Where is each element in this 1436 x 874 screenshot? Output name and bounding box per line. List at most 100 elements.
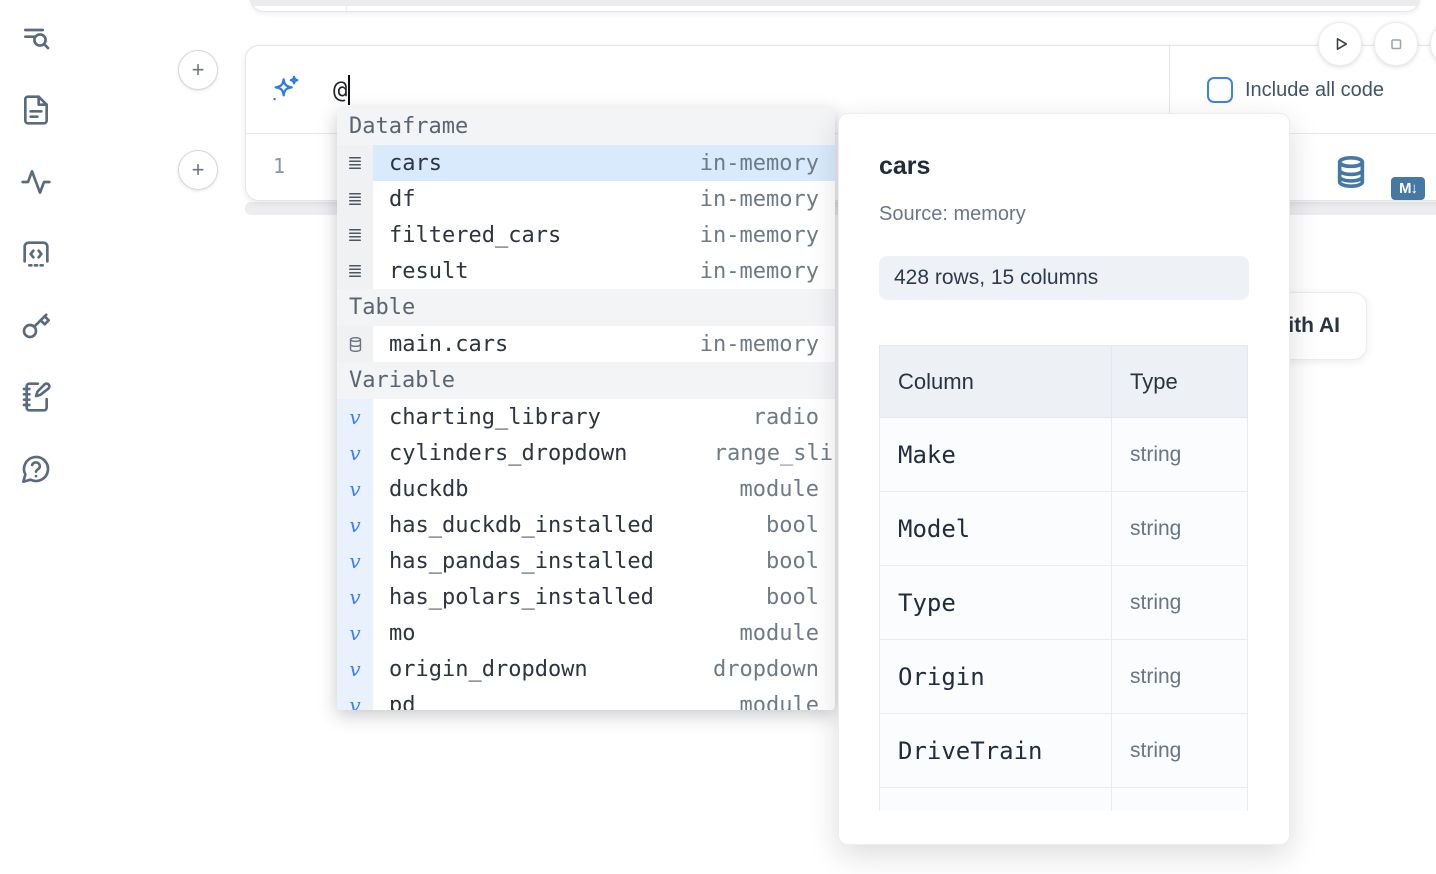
item-label: has_pandas_installed: [389, 548, 654, 574]
variable-icon: v: [337, 435, 373, 471]
item-label: charting_library: [389, 404, 601, 430]
dataframe-icon: [337, 253, 373, 289]
item-detail: in-memory: [699, 331, 819, 357]
item-label: cylinders_dropdown: [389, 440, 628, 466]
datasources-button[interactable]: [1334, 154, 1368, 190]
item-label: result: [389, 258, 469, 284]
variable-icon: v: [337, 471, 373, 507]
autocomplete-item-cars[interactable]: cars in-memory: [337, 145, 835, 181]
type-header: Type: [1111, 345, 1248, 418]
autocomplete-dropdown: Dataframe cars in-memory df in-memory fi…: [337, 108, 835, 710]
ai-row-divider: [1169, 46, 1170, 133]
autocomplete-item-filtered-cars[interactable]: filtered_cars in-memory: [337, 217, 835, 253]
item-detail: bool: [766, 512, 819, 538]
table-row: Make string: [879, 417, 1248, 492]
autocomplete-item-has-pandas-installed[interactable]: v has_pandas_installed bool: [337, 543, 835, 579]
autocomplete-item-cylinders-dropdown[interactable]: v cylinders_dropdown range_sli: [337, 435, 835, 471]
variable-icon: v: [337, 651, 373, 687]
code-snippets-icon[interactable]: [20, 238, 52, 270]
line-number: 1: [272, 154, 286, 178]
table-row: [879, 787, 1248, 811]
schema-table-wrap: Column Type Make string Model string Typ…: [879, 345, 1249, 811]
item-detail: range_sli: [713, 440, 833, 466]
section-header-table: Table: [337, 289, 835, 326]
table-header-row: Column Type: [879, 345, 1248, 418]
table-row: Model string: [879, 491, 1248, 566]
variable-icon: v: [337, 687, 373, 710]
autocomplete-item-result[interactable]: result in-memory: [337, 253, 835, 289]
autocomplete-item-has-polars-installed[interactable]: v has_polars_installed bool: [337, 579, 835, 615]
item-detail: in-memory: [699, 186, 819, 212]
add-cell-button-bottom[interactable]: +: [178, 150, 218, 190]
help-chat-icon[interactable]: [20, 453, 52, 485]
item-label: has_polars_installed: [389, 584, 654, 610]
previous-cell-output-strip: [251, 0, 1419, 6]
table-row: DriveTrain string: [879, 713, 1248, 788]
autocomplete-item-charting-library[interactable]: v charting_library radio: [337, 399, 835, 435]
autocomplete-item-duckdb[interactable]: v duckdb module: [337, 471, 835, 507]
item-label: pd: [389, 692, 416, 711]
panel-title: cars: [879, 152, 931, 180]
item-detail: in-memory: [699, 222, 819, 248]
interrupt-button[interactable]: [1374, 22, 1418, 66]
dataframe-icon: [337, 145, 373, 181]
list-search-icon[interactable]: [20, 22, 52, 54]
shape-badge: 428 rows, 15 columns: [879, 256, 1249, 300]
helper-sidebar: [0, 0, 72, 874]
include-all-code-checkbox[interactable]: [1207, 77, 1233, 103]
add-cell-button-top[interactable]: +: [178, 50, 218, 90]
notebook-pen-icon[interactable]: [20, 381, 52, 413]
code-editor-row[interactable]: 1 M↓: [246, 134, 1436, 200]
autocomplete-item-has-duckdb-installed[interactable]: v has_duckdb_installed bool: [337, 507, 835, 543]
item-label: mo: [389, 620, 416, 646]
stop-icon: [1391, 39, 1402, 50]
variable-icon: v: [337, 507, 373, 543]
item-label: has_duckdb_installed: [389, 512, 654, 538]
item-label: filtered_cars: [389, 222, 562, 248]
item-label: cars: [389, 150, 442, 176]
table-row: Type string: [879, 565, 1248, 640]
section-header-variable: Variable: [337, 362, 835, 399]
ai-prompt-input[interactable]: @: [333, 75, 351, 105]
item-label: origin_dropdown: [389, 656, 588, 682]
include-all-code-label: Include all code: [1245, 79, 1384, 101]
variable-icon: v: [337, 543, 373, 579]
item-detail: module: [739, 476, 819, 502]
variable-icon: v: [337, 399, 373, 435]
dataframe-icon: [337, 217, 373, 253]
text-cursor: [348, 75, 351, 105]
file-text-icon[interactable]: [20, 94, 52, 126]
table-row: Origin string: [879, 639, 1248, 714]
item-label: duckdb: [389, 476, 469, 502]
item-detail: in-memory: [699, 258, 819, 284]
panel-source: Source: memory: [879, 203, 1026, 225]
table-database-icon: [337, 326, 373, 362]
autocomplete-item-df[interactable]: df in-memory: [337, 181, 835, 217]
item-detail: bool: [766, 548, 819, 574]
item-detail: in-memory: [699, 150, 819, 176]
ai-sparkle-icon: [273, 75, 299, 101]
variable-icon: v: [337, 579, 373, 615]
item-detail: module: [739, 692, 819, 711]
autocomplete-item-pd[interactable]: v pd module: [337, 687, 835, 710]
previous-cell-divider: [346, 0, 347, 11]
key-icon[interactable]: [20, 309, 52, 341]
autocomplete-item-origin-dropdown[interactable]: v origin_dropdown dropdown: [337, 651, 835, 687]
variable-icon: v: [337, 615, 373, 651]
dataframe-preview-panel: cars Source: memory 428 rows, 15 columns…: [838, 113, 1290, 845]
autocomplete-item-mo[interactable]: v mo module: [337, 615, 835, 651]
markdown-convert-button[interactable]: M↓: [1391, 177, 1425, 200]
column-header: Column: [879, 345, 1112, 418]
schema-table: Column Type Make string Model string Typ…: [879, 345, 1248, 811]
ai-prompt-value: @: [333, 76, 348, 104]
section-header-dataframe: Dataframe: [337, 108, 835, 145]
item-detail: bool: [766, 584, 819, 610]
activity-icon[interactable]: [20, 166, 52, 198]
item-detail: module: [739, 620, 819, 646]
autocomplete-item-main-cars[interactable]: main.cars in-memory: [337, 326, 835, 362]
play-icon: [1336, 38, 1348, 50]
dataframe-icon: [337, 181, 373, 217]
item-detail: radio: [752, 404, 819, 430]
item-detail: dropdown: [713, 656, 819, 682]
run-cell-button[interactable]: [1318, 22, 1362, 66]
